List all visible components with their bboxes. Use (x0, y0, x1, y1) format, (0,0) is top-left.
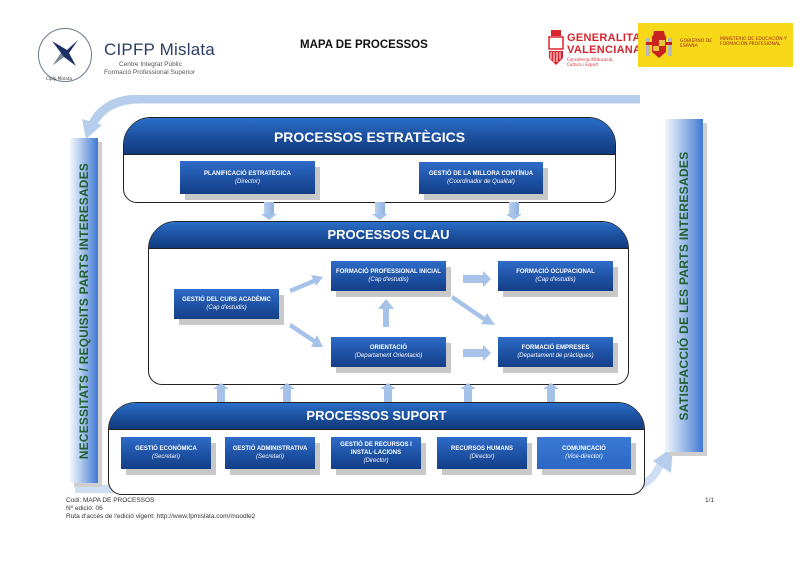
process-owner: (Director) (363, 458, 389, 464)
process-title: PLANIFICACIÓ ESTRATÈGICA (204, 170, 291, 177)
process-title: FORMACIÓ EMPRESES (521, 345, 590, 351)
process-title: GESTIÓ ECONÒMICA (135, 446, 197, 452)
process-title: RECURSOS HUMANS (450, 446, 513, 452)
process-title: ORIENTACIÓ (369, 345, 408, 351)
process-owner: (Cap d'estudis) (535, 277, 576, 283)
process-title: GESTIÓ DEL CURS ACADÈMIC (182, 297, 271, 303)
process-box[interactable]: GESTIÓ DE RECURSOS I INSTAL·LACIONS (Dir… (331, 437, 421, 469)
section-title-key: PROCESSOS CLAU (149, 222, 628, 249)
process-box[interactable]: FORMACIÓ OCUPACIONAL (Cap d'estudis) (498, 261, 613, 291)
process-box[interactable]: PLANIFICACIÓ ESTRATÈGICA (Director) (180, 161, 315, 194)
gva-line1: GENERALITAT (567, 32, 647, 44)
process-box[interactable]: GESTIÓ DEL CURS ACADÈMIC (Cap d'estudis) (174, 289, 279, 319)
compass-star-icon (52, 40, 78, 66)
arrow-diag-right (451, 295, 495, 325)
gva-line2: VALENCIANA (567, 44, 642, 56)
arrow-down (261, 202, 277, 220)
arrow-up (543, 383, 559, 402)
institution-name: CIPFP Mislata (104, 40, 215, 59)
process-title: GESTIÓ DE LA MILLORA CONTÍNUA (428, 171, 534, 177)
page-number: 1/1 (705, 497, 715, 504)
process-owner: (Secretari) (255, 454, 284, 460)
gobierno-text: GOBIERNO DE ESPAÑA (680, 39, 713, 49)
arrow-up (279, 383, 295, 402)
ministerio-text: MINISTERIO DE EDUCACIÓN Y FORMACIÓN PROF… (720, 37, 787, 47)
process-box[interactable]: GESTIÓ ECONÒMICA (Secretari) (121, 437, 211, 469)
process-box[interactable]: GESTIÓ DE LA MILLORA CONTÍNUA (Coordinad… (419, 162, 543, 194)
process-box[interactable]: RECURSOS HUMANS (Director) (437, 437, 527, 469)
process-owner: (Cap d'estudis) (368, 277, 409, 283)
process-owner: (Cap d'estudis) (206, 305, 247, 311)
institution-line2: Formació Professional Superior (104, 69, 196, 76)
logo-ring-text: Cipfp Mislata (46, 76, 72, 81)
arrow-up (213, 383, 229, 402)
cipfp-logo (38, 28, 92, 82)
arrow-right (463, 271, 491, 287)
arrow-up (378, 299, 394, 327)
spain-coat-of-arms-icon (646, 31, 672, 58)
process-title: FORMACIÓ OCUPACIONAL (516, 269, 595, 275)
side-bar-satisfaction: SATISFACCIÓ DE LES PARTS INTERESADES (665, 119, 703, 452)
section-title-strategic: PROCESSOS ESTRATÈGICS (124, 118, 615, 155)
arrow-down (372, 202, 388, 220)
process-title: GESTIÓ DE RECURSOS I INSTAL·LACIONS (340, 442, 412, 456)
process-owner: (Departament Orientació) (354, 353, 423, 359)
footer-path: Ruta d'accés de l'edició vigent: http://… (66, 513, 256, 520)
process-owner: (Coordinador de Qualitat) (447, 179, 515, 185)
feedback-arrow-top (82, 95, 640, 139)
key-process-arrows (289, 271, 495, 361)
process-owner: (Secretari) (151, 454, 180, 460)
arrow-down (506, 202, 522, 220)
process-title: COMUNICACIÓ (562, 446, 606, 452)
process-box[interactable]: GESTIÓ ADMINISTRATIVA (Secretari) (225, 437, 315, 469)
arrow-up (460, 383, 476, 402)
side-label-needs: NECESSITATS / REQUISITS PARTS INTERESADE… (77, 162, 91, 459)
arrow-diag-down (289, 323, 323, 347)
arrow-up (380, 383, 396, 402)
process-box[interactable]: FORMACIÓ EMPRESES (Departament de pràcti… (498, 337, 613, 367)
footer-code: Codi: MAPA DE PROCESSOS (66, 497, 155, 504)
process-title: GESTIÓ ADMINISTRATIVA (232, 446, 308, 452)
process-box[interactable]: COMUNICACIÓ (Vice-director) (537, 437, 631, 469)
arrow-right (463, 345, 491, 361)
gva-emblem-icon (548, 30, 564, 65)
footer-edition: Nº edició: 06 (66, 505, 103, 512)
process-box[interactable]: ORIENTACIÓ (Departament Orientació) (331, 337, 446, 367)
section-title-support: PROCESSOS SUPORT (109, 403, 644, 430)
process-owner: (Director) (469, 454, 495, 460)
process-owner: (Director) (235, 178, 260, 185)
side-bar-needs: NECESSITATS / REQUISITS PARTS INTERESADE… (70, 138, 98, 483)
institution-line1: Centre Integrat Públic (119, 61, 182, 68)
arrow-diag-up (289, 275, 323, 293)
document-title: MAPA DE PROCESSOS (300, 39, 428, 51)
process-box[interactable]: FORMACIÓ PROFESSIONAL INICIAL (Cap d'est… (331, 261, 446, 291)
process-owner: (Departament de pràctiques) (517, 353, 594, 359)
gva-subtitle: Conselleria d'Educació, Cultura i Esport (567, 57, 614, 67)
footer-info: Codi: MAPA DE PROCESSOS Nº edició: 06 Ru… (66, 497, 255, 521)
process-owner: (Vice-director) (565, 454, 603, 460)
side-label-satisfaction: SATISFACCIÓ DE LES PARTS INTERESADES (677, 150, 691, 421)
process-title: FORMACIÓ PROFESSIONAL INICIAL (336, 269, 441, 275)
